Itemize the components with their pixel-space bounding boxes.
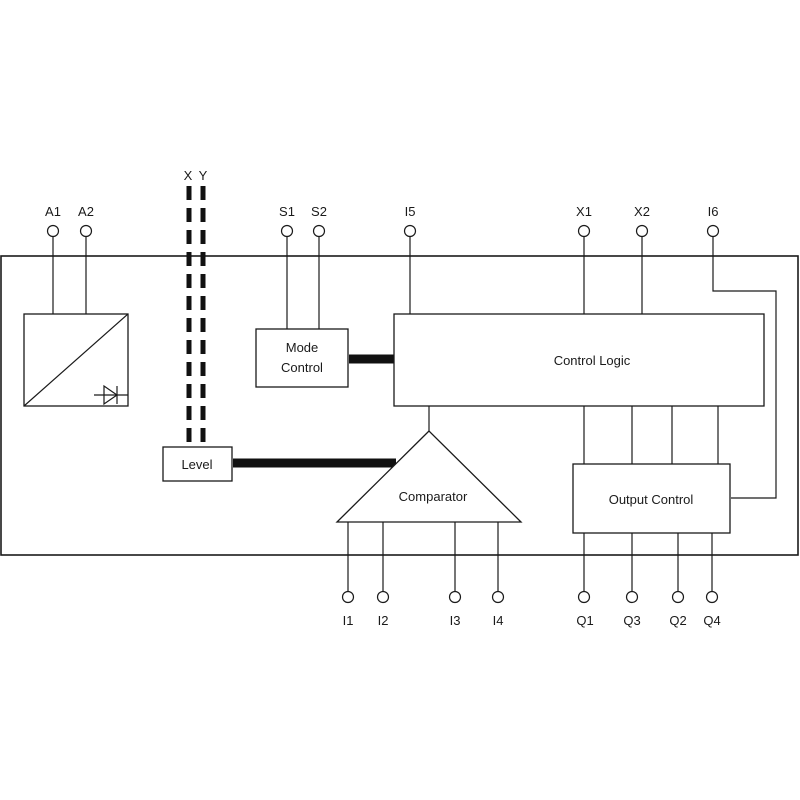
terminal-a1[interactable]: [46, 224, 60, 238]
device-enclosure: [0, 255, 799, 556]
terminal-i4[interactable]: [491, 590, 505, 604]
label-a1: A1: [45, 204, 61, 219]
label-x2: X2: [634, 204, 650, 219]
terminal-x2[interactable]: [635, 224, 649, 238]
label-s1: S1: [279, 204, 295, 219]
label-x1: X1: [576, 204, 592, 219]
control-logic-block: Control Logic: [393, 313, 765, 407]
label-x: X: [184, 168, 193, 183]
mode-control-label-line1: Mode: [286, 340, 319, 355]
label-q3: Q3: [623, 613, 640, 628]
power-supply-block: [23, 313, 129, 407]
mode-control-label-line2: Control: [281, 360, 323, 375]
terminal-q1[interactable]: [577, 590, 591, 604]
label-y: Y: [199, 168, 208, 183]
top-terminal-labels: A1 A2 X Y S1 S2 I5 X1 X2 I6: [45, 168, 718, 219]
output-control-block: Output Control: [572, 463, 731, 534]
terminal-q2[interactable]: [671, 590, 685, 604]
label-i3: I3: [450, 613, 461, 628]
bottom-terminal-labels: I1 I2 I3 I4 Q1 Q3 Q2 Q4: [343, 613, 721, 628]
wiring: [52, 237, 777, 591]
comparator-label: Comparator: [399, 489, 468, 504]
label-i6: I6: [708, 204, 719, 219]
label-i1: I1: [343, 613, 354, 628]
comparator-block: Comparator: [335, 430, 523, 523]
control-logic-label: Control Logic: [554, 353, 631, 368]
terminal-i5[interactable]: [403, 224, 417, 238]
terminal-q4[interactable]: [705, 590, 719, 604]
terminal-a2[interactable]: [79, 224, 93, 238]
label-i2: I2: [378, 613, 389, 628]
terminal-i3[interactable]: [448, 590, 462, 604]
terminal-q3[interactable]: [625, 590, 639, 604]
level-label: Level: [181, 457, 212, 472]
label-q1: Q1: [576, 613, 593, 628]
label-q2: Q2: [669, 613, 686, 628]
label-i5: I5: [405, 204, 416, 219]
level-block: Level: [162, 446, 233, 482]
terminal-s1[interactable]: [280, 224, 294, 238]
terminal-i2[interactable]: [376, 590, 390, 604]
mode-control-block: Mode Control: [255, 328, 349, 388]
terminal-s2[interactable]: [312, 224, 326, 238]
top-terminals: [46, 224, 720, 238]
label-i4: I4: [493, 613, 504, 628]
diode-icon: [94, 384, 128, 406]
label-q4: Q4: [703, 613, 720, 628]
output-control-label: Output Control: [609, 492, 694, 507]
terminal-i1[interactable]: [341, 590, 355, 604]
terminal-i6[interactable]: [706, 224, 720, 238]
terminal-x1[interactable]: [577, 224, 591, 238]
label-s2: S2: [311, 204, 327, 219]
label-a2: A2: [78, 204, 94, 219]
bottom-terminals: [341, 590, 719, 604]
